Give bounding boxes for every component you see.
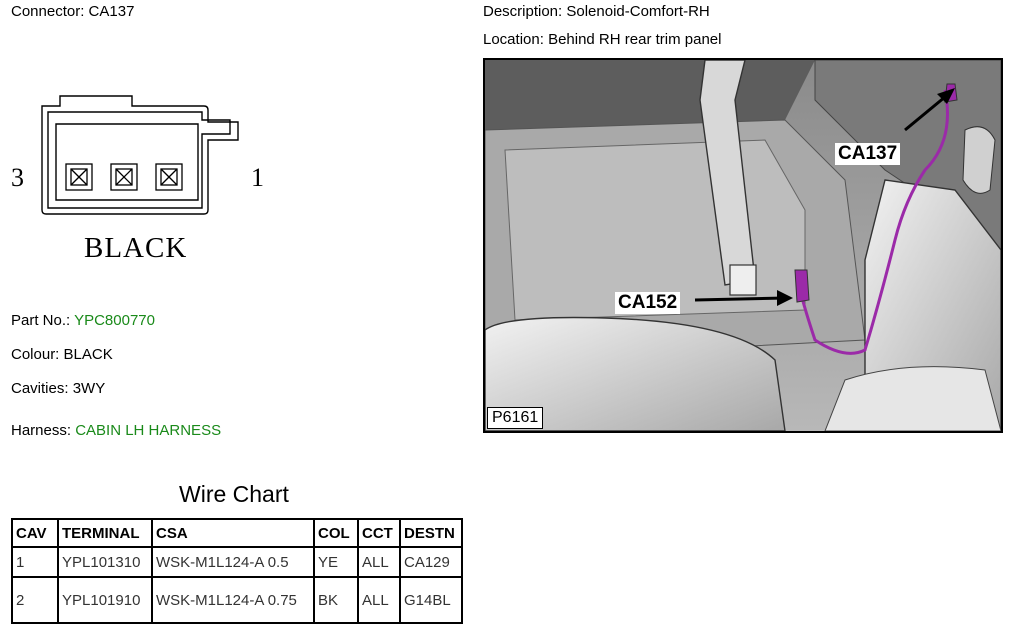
wire-chart-title: Wire Chart	[179, 481, 289, 507]
colour-line: Colour: BLACK	[11, 346, 113, 363]
wire-chart-table: CAV TERMINAL CSA COL CCT DESTN 1 YPL1013…	[11, 518, 463, 624]
cell-destn: G14BL	[399, 576, 463, 624]
header-destn: DESTN	[399, 518, 463, 548]
cell-cav: 2	[11, 576, 59, 624]
cell-col: BK	[313, 576, 359, 624]
connector-id: CA137	[88, 3, 135, 20]
harness-label: Harness:	[11, 422, 72, 439]
cavities-line: Cavities: 3WY	[11, 380, 105, 397]
location-label: Location:	[483, 31, 544, 48]
part-no-line: Part No.: YPC800770	[11, 312, 155, 329]
connector-line: Connector: CA137	[11, 3, 134, 20]
cell-csa: WSK-M1L124-A 0.75	[151, 576, 315, 624]
cell-terminal: YPL101310	[57, 546, 153, 578]
cell-csa: WSK-M1L124-A 0.5	[151, 546, 315, 578]
location-line: Location: Behind RH rear trim panel	[483, 31, 721, 48]
harness-link[interactable]: CABIN LH HARNESS	[75, 422, 222, 439]
harness-line: Harness: CABIN LH HARNESS	[11, 422, 221, 439]
header-cct: CCT	[357, 518, 401, 548]
callout-ca152: CA152	[615, 292, 681, 314]
header-csa: CSA	[151, 518, 315, 548]
callout-ca137: CA137	[835, 143, 901, 165]
colour-value: BLACK	[63, 346, 113, 363]
connector-label: Connector:	[11, 3, 85, 20]
description-line: Description: Solenoid-Comfort-RH	[483, 3, 710, 20]
figure-number: P6161	[487, 407, 544, 429]
header-cav: CAV	[11, 518, 59, 548]
pin-label-left: 3	[11, 163, 24, 192]
cavities-value: 3WY	[72, 380, 106, 397]
pin-label-right: 1	[251, 163, 264, 192]
part-no-label: Part No.:	[11, 312, 71, 329]
cell-terminal: YPL101910	[57, 576, 153, 624]
cavity-squares	[65, 163, 183, 191]
cell-cav: 1	[11, 546, 59, 578]
cell-cct: ALL	[357, 576, 401, 624]
connector-colour-text: BLACK	[84, 232, 188, 264]
cell-col: YE	[313, 546, 359, 578]
location-photo: CA137 CA152 P6161	[483, 58, 1003, 433]
colour-label: Colour:	[11, 346, 60, 363]
location-illustration	[485, 60, 1001, 431]
cavities-label: Cavities:	[11, 380, 69, 397]
cell-cct: ALL	[357, 546, 401, 578]
cell-destn: CA129	[399, 546, 463, 578]
table-row: 1 YPL101310 WSK-M1L124-A 0.5 YE ALL CA12…	[11, 546, 463, 578]
header-terminal: TERMINAL	[57, 518, 153, 548]
wire-chart-header-row: CAV TERMINAL CSA COL CCT DESTN	[11, 518, 463, 548]
description-label: Description:	[483, 3, 563, 20]
part-no-link[interactable]: YPC800770	[74, 312, 155, 329]
description-value: Solenoid-Comfort-RH	[566, 3, 710, 20]
header-col: COL	[313, 518, 359, 548]
table-row: 2 YPL101910 WSK-M1L124-A 0.75 BK ALL G14…	[11, 576, 463, 624]
location-value: Behind RH rear trim panel	[548, 31, 722, 48]
connector-face-diagram	[41, 95, 239, 215]
